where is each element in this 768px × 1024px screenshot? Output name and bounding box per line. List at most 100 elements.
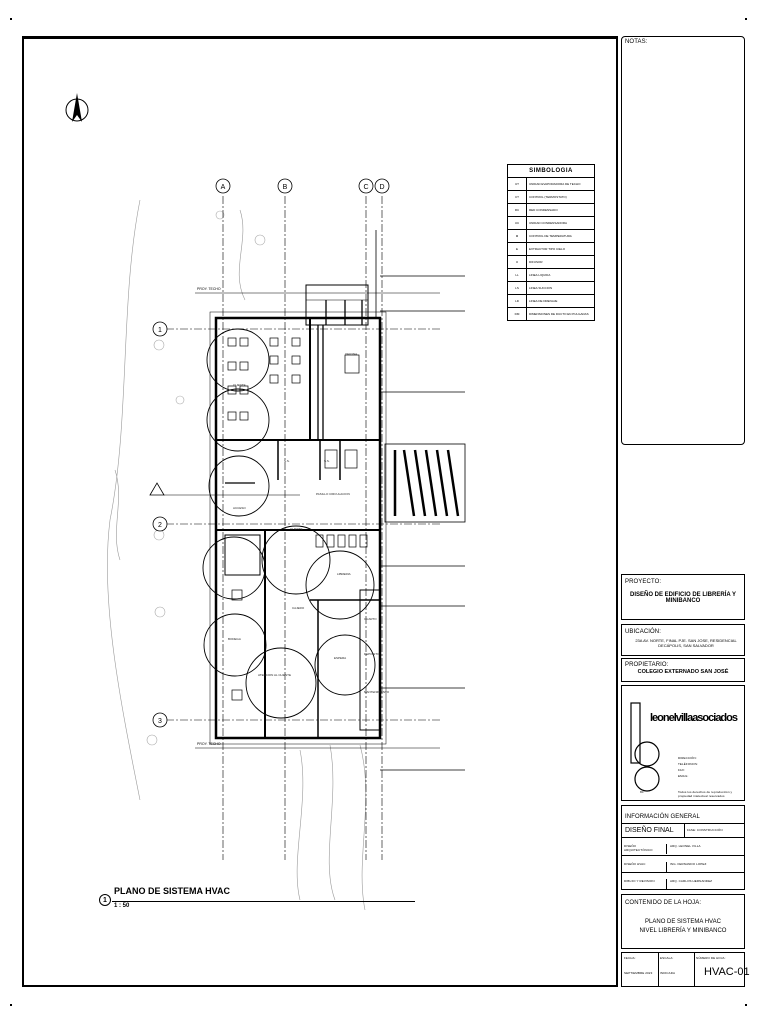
phase-side: FASE: CONSTRUCCIÓN	[687, 828, 723, 832]
corner-mark	[745, 18, 747, 20]
staff-role: DIBUJO Y REVISION	[624, 879, 655, 883]
phase-side-cell: FASE: CONSTRUCCIÓN	[684, 823, 745, 838]
project-box: PROYECTO: DISEÑO DE EDIFICIO DE LIBRERÍA…	[621, 574, 745, 620]
svg-text:D: D	[379, 184, 384, 191]
room-label: CLIENTE	[290, 527, 303, 531]
sheet-number: HVAC-01	[704, 966, 750, 978]
sheet-number-cell: NÚMERO DE HOJA:	[694, 953, 745, 986]
building-walls	[209, 284, 387, 745]
firm-small-1: DIRECCIÓN:	[678, 756, 697, 760]
room-label: CUARTO	[364, 617, 377, 621]
firm-small-2: TELÉFONOS:	[678, 762, 699, 766]
staff-names: ING. FERNANDO LOPEZ	[666, 862, 706, 872]
drawing-number: 1	[99, 894, 111, 906]
general-info-box: INFORMACIÓN GENERAL DISEÑO FINAL FASE: C…	[621, 805, 745, 890]
sheet-content-1: PLANO DE SISTEMA HVAC	[645, 919, 721, 925]
room-label: ESPERA	[334, 656, 347, 660]
scale-value: INDICADA	[660, 971, 676, 975]
svg-text:PROY. TECHO: PROY. TECHO	[197, 742, 221, 746]
sheet-content-label: CONTENIDO DE LA HOJA:	[625, 900, 702, 906]
terrain-contours	[107, 199, 367, 911]
room-label: OFICINA	[345, 352, 358, 356]
svg-text:B: B	[283, 184, 288, 191]
site-lines	[375, 230, 465, 771]
phase-cell: DISEÑO FINAL	[622, 823, 685, 838]
svg-text:C: C	[363, 184, 368, 191]
corner-mark	[745, 1004, 747, 1006]
firm-small-3: FAX:	[678, 768, 685, 772]
location-text: 23A AV. NORTE, FINAL PJE. SAN JOSE, RESI…	[635, 638, 737, 648]
legend-code: LS	[507, 281, 527, 295]
drawing-sheet	[22, 36, 618, 987]
grid-lines	[166, 196, 440, 860]
legend-code: UC	[507, 216, 527, 230]
owner-box: PROPIETARIO: COLEGIO EXTERNADO SAN JOSÉ	[621, 658, 745, 682]
room-label: ATENCION AL CLIENTE	[258, 673, 292, 677]
corner-mark	[10, 18, 12, 20]
tree-symbols	[146, 210, 266, 746]
legend-desc: UNIDAD CONDENSADORA	[526, 216, 595, 230]
legend-desc: CONTROL (TERMOSTATO)	[526, 190, 595, 204]
sheet-content-box: CONTENIDO DE LA HOJA: PLANO DE SISTEMA H…	[621, 894, 745, 949]
firm-box: DIRECCIÓN: TELÉFONOS: FAX: EMAIL: Todos …	[621, 685, 745, 801]
svg-text:2: 2	[158, 522, 162, 529]
legend-row: ⊗CONTROL DE TEMPERATURA	[507, 229, 595, 243]
legend-code: ⊙	[507, 255, 527, 269]
owner-name: COLEGIO EXTERNADO SAN JOSÉ	[637, 669, 729, 675]
legend-desc: DIFUSOR	[526, 255, 595, 269]
location-label: UBICACIÓN:	[625, 629, 662, 635]
diffuser-coverage-circles	[202, 328, 376, 719]
firm-note: Todos los derechos de reproducción y pro…	[678, 790, 733, 798]
room-label: ACCESO	[233, 506, 246, 510]
firm-number: 80	[640, 790, 644, 794]
legend-desc: CONTROL DE TEMPERATURA	[526, 229, 595, 243]
notes-label: NOTAS:	[625, 39, 648, 45]
legend-desc: LINEA DE DRENAJE	[526, 294, 595, 308]
legend-code: E	[507, 242, 527, 256]
room-label: CLIENTE	[233, 383, 246, 387]
legend-desc: LINEA LIQUIDA	[526, 268, 595, 282]
hvac-ducts	[225, 300, 363, 484]
staff-names: ARQ. LEONEL VILLA	[666, 844, 701, 854]
scale-cell: ESCALA: INDICADA	[658, 953, 695, 986]
svg-text:A: A	[221, 184, 226, 191]
drawing-title: PLANO DE SISTEMA HVAC	[114, 886, 231, 896]
staff-row: DISEÑO HVAC ING. FERNANDO LOPEZ	[622, 855, 745, 873]
staff-role: DISEÑO HVAC	[624, 862, 646, 866]
room-label: S.S.	[284, 459, 290, 463]
sheet-content-2: NIVEL LIBRERÍA Y MINIBANCO	[639, 928, 727, 934]
room-label: MANTENIMIENTO	[364, 690, 390, 694]
staff-names: ARQ. CARLOS HERNANDEZ	[666, 879, 712, 889]
legend-header: SIMBOLOGIA	[507, 164, 595, 178]
scale-label: ESCALA:	[660, 956, 674, 960]
notes-box: NOTAS:	[621, 36, 745, 445]
owner-label: PROPIETARIO:	[625, 662, 669, 668]
info-label: INFORMACIÓN GENERAL	[625, 814, 700, 820]
corner-mark	[10, 1004, 12, 1006]
legend-desc: LINEA SUCCION	[526, 281, 595, 295]
title-underline	[112, 901, 415, 902]
hatched-ramp	[384, 443, 466, 523]
legend-code: LD	[507, 294, 527, 308]
north-arrow-icon	[65, 93, 89, 122]
legend-code: RC	[507, 203, 527, 217]
legend-desc: EXTRACTOR TIPO CIELO	[526, 242, 595, 256]
room-label: BODEGA	[228, 637, 241, 641]
legend-desc: DIMENSIONES DE DUCTO EN PULGADAS	[526, 307, 595, 321]
grid-bubbles	[152, 178, 390, 728]
room-label: DEPOSITO	[364, 652, 380, 656]
legend-code: UT	[507, 177, 527, 191]
drawing-scale: 1 : 50	[114, 903, 130, 909]
room-label: PASILLO CIRCULACION	[316, 492, 350, 496]
